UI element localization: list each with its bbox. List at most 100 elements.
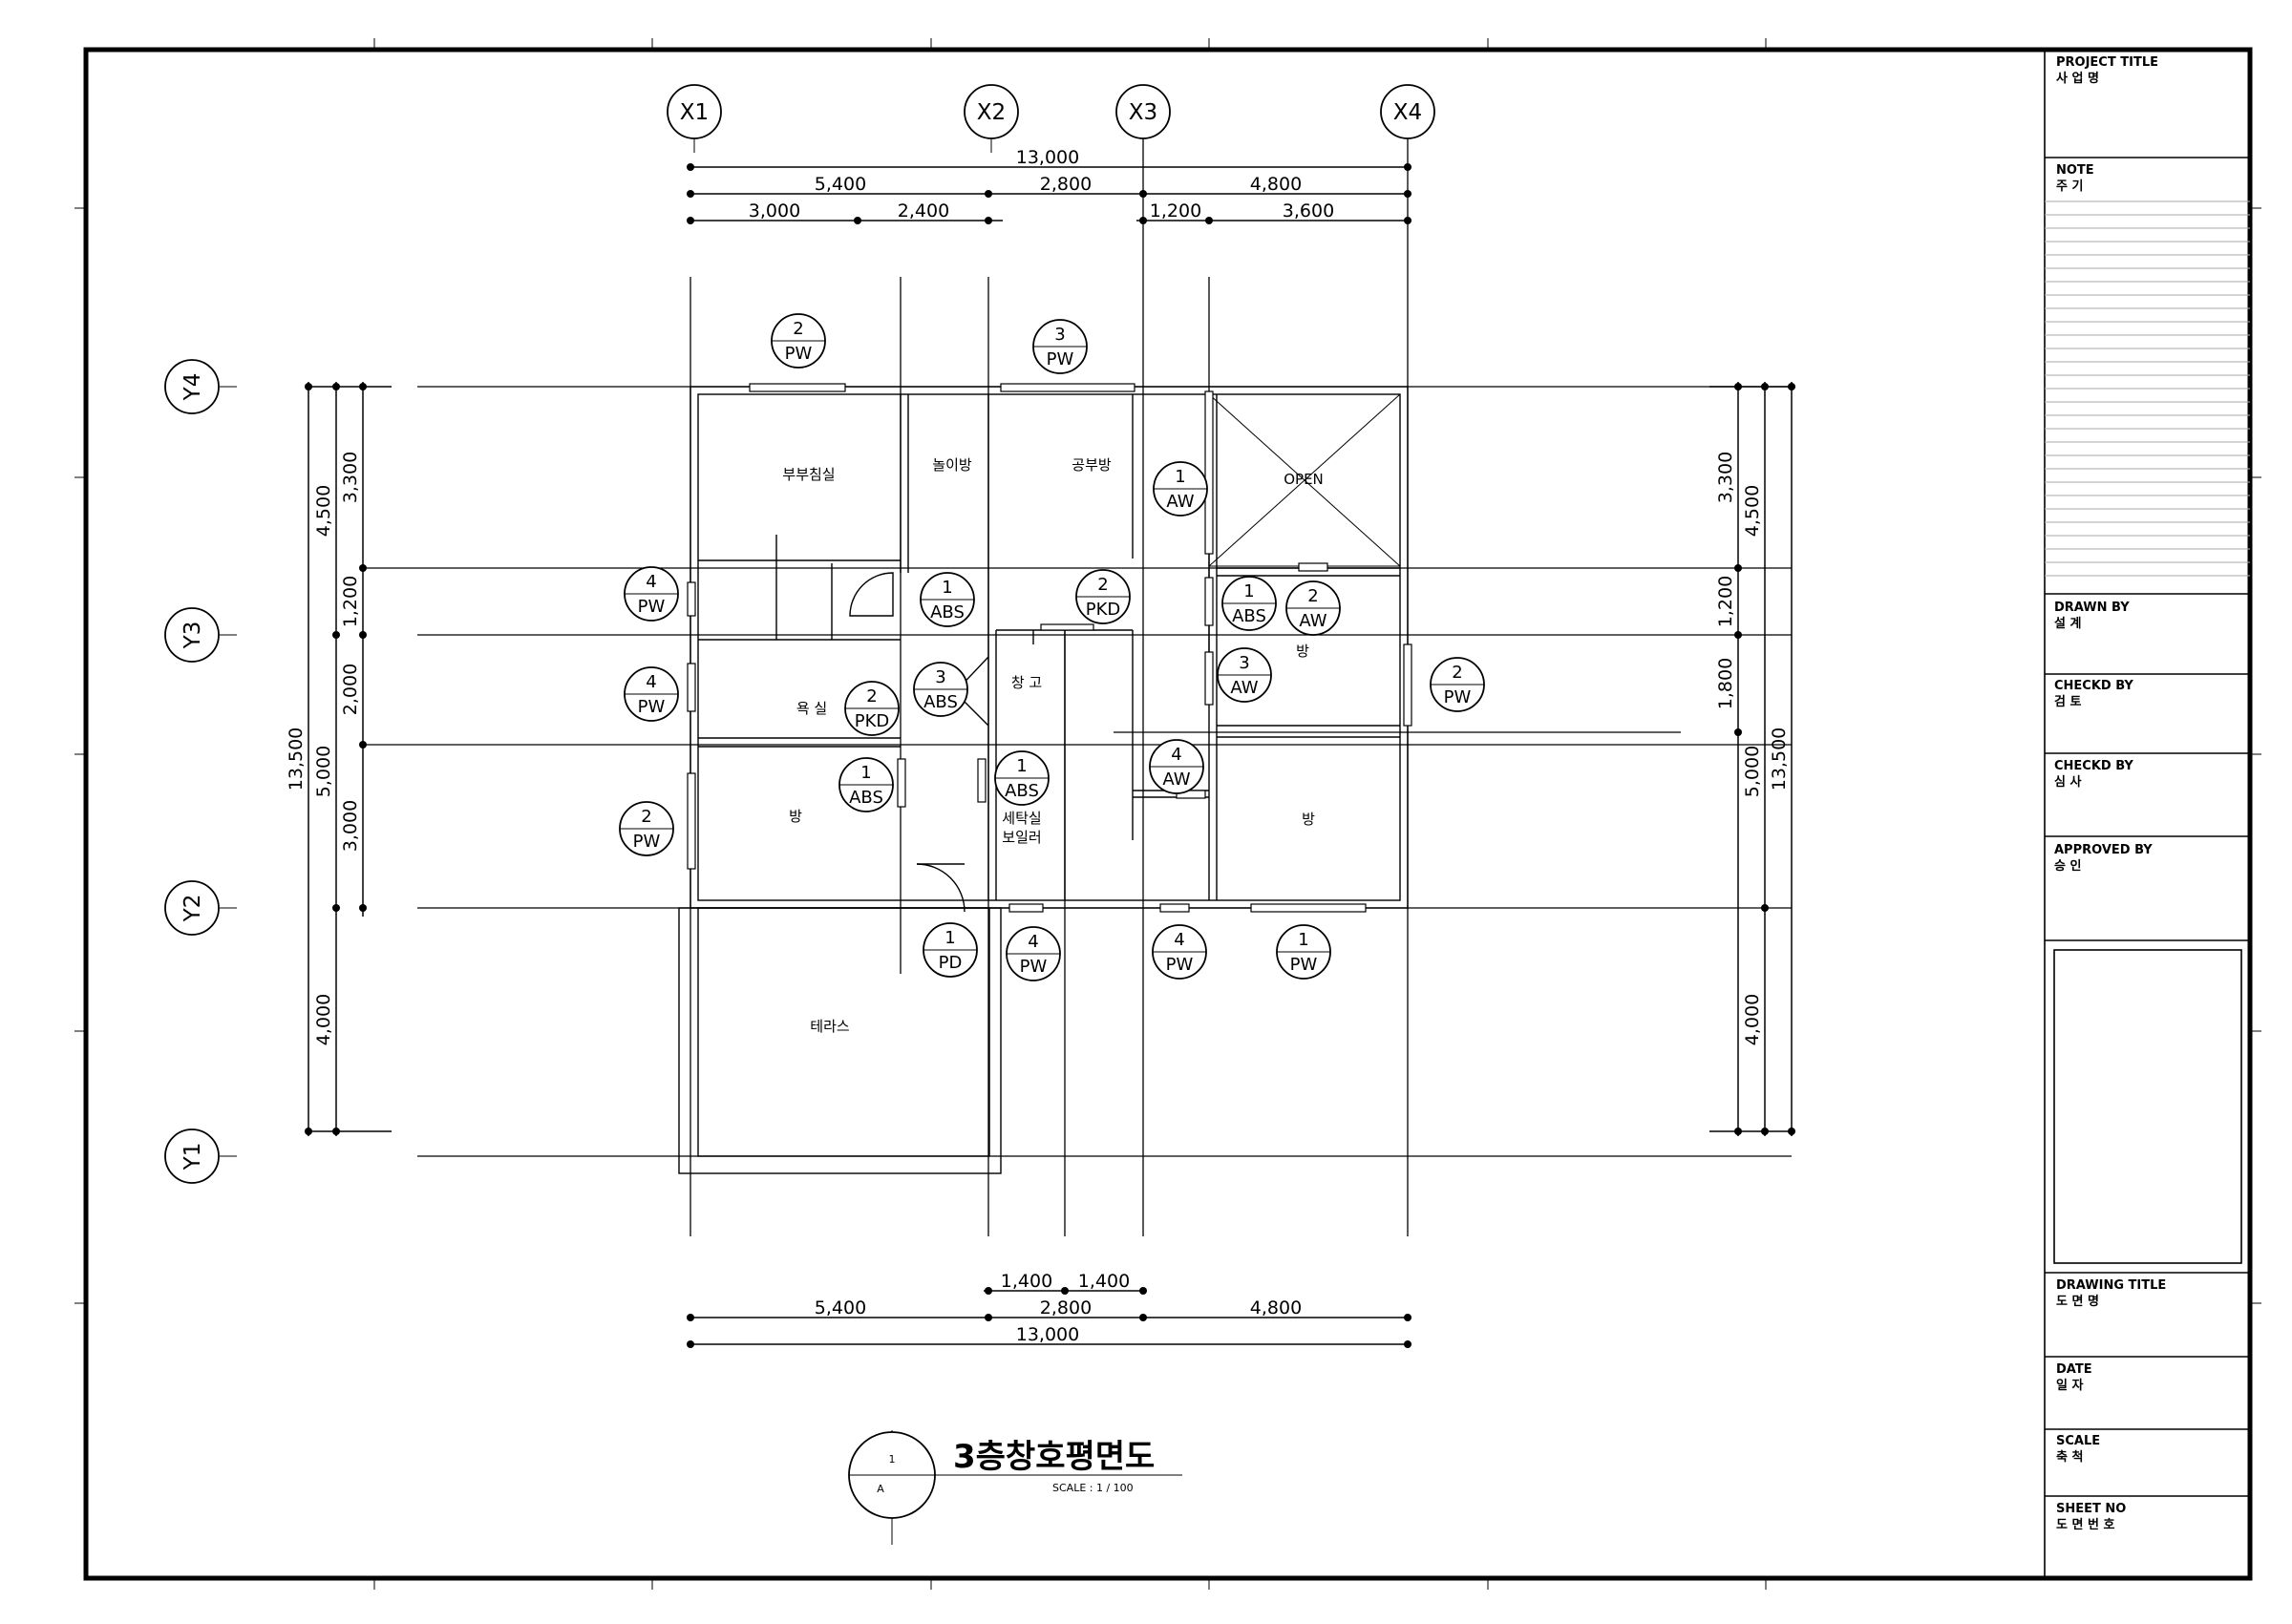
tb-date-kr: 일 자	[2056, 1379, 2083, 1393]
tag-2aw: 2AW	[1285, 580, 1341, 636]
tb-project-title-label: PROJECT TITLE	[2056, 55, 2158, 70]
svg-text:Y2: Y2	[180, 895, 205, 923]
svg-text:PKD: PKD	[855, 711, 890, 731]
svg-text:X3: X3	[1129, 100, 1157, 125]
svg-text:2: 2	[1452, 663, 1462, 683]
room-bedroom-1: 방	[1296, 643, 1309, 660]
dim-right-b: 1,200	[1715, 576, 1736, 627]
svg-text:PW: PW	[1166, 955, 1194, 975]
dim-bot-d: 2,800	[1040, 1297, 1092, 1318]
dim-left-f: 2,000	[340, 664, 361, 715]
title-block: PROJECT TITLE 사 업 명 NOTE 주 기 DRAWN BY 설 …	[2044, 50, 2250, 1578]
tb-approved-by-kr: 승 인	[2054, 858, 2081, 874]
tb-note-label: NOTE	[2056, 163, 2094, 178]
dim-right-c: 1,800	[1715, 658, 1736, 709]
tb-drawn-by-label: DRAWN BY	[2054, 601, 2130, 615]
grid-bubble-x1: X1	[667, 84, 722, 153]
grid-bubble-x3: X3	[1115, 84, 1171, 139]
svg-text:PW: PW	[633, 832, 661, 852]
border-ticks	[74, 38, 2261, 1590]
tag-3pw-top: 3PW	[1032, 319, 1088, 374]
tag-4pw-bottom-a: 4PW	[1006, 926, 1061, 981]
grid-bubble-x2: X2	[964, 84, 1019, 153]
dim-top-f: 1,200	[1150, 200, 1201, 221]
room-master-bedroom: 부부침실	[782, 466, 835, 483]
dim-bot-b: 1,400	[1078, 1271, 1130, 1292]
grid-bubble-y4: Y4	[164, 359, 237, 414]
grid-bubbles: X1 X2 X3 X4 Y4 Y3 Y2 Y1	[164, 84, 1435, 1184]
svg-text:2: 2	[641, 807, 651, 827]
room-bath: 욕 실	[796, 700, 827, 717]
dim-left-c: 4,000	[313, 994, 334, 1045]
grid-bubble-y2: Y2	[164, 880, 237, 936]
dim-right-f: 4,000	[1742, 994, 1763, 1045]
dimension-texts-right: 3,300 1,200 1,800 4,500 5,000 4,000 13,5…	[1715, 452, 1790, 1045]
tag-4aw: 4AW	[1149, 739, 1204, 794]
svg-text:2: 2	[1097, 575, 1108, 595]
tag-3aw: 3AW	[1217, 647, 1272, 703]
svg-text:2: 2	[866, 686, 877, 707]
grid-bubble-x4: X4	[1380, 84, 1435, 139]
tag-4pw-bottom-b: 4PW	[1152, 924, 1207, 980]
dimension-texts-top: 13,000 5,400 2,800 4,800 3,000 2,400 1,2…	[749, 147, 1334, 221]
dimension-lines	[308, 166, 1795, 1345]
door-swings	[849, 572, 989, 913]
svg-text:PW: PW	[1020, 957, 1048, 977]
room-bedroom-2: 방	[789, 808, 802, 825]
tag-1pd: 1PD	[923, 922, 978, 978]
svg-text:2: 2	[793, 319, 803, 339]
dim-top-d: 3,000	[749, 200, 800, 221]
room-open: OPEN	[1284, 471, 1324, 488]
room-playroom: 놀이방	[932, 456, 972, 474]
svg-text:ABS: ABS	[849, 788, 883, 808]
room-study: 공부방	[1072, 456, 1112, 474]
svg-text:ABS: ABS	[1005, 781, 1039, 801]
tb-drawn-by-kr: 설 계	[2054, 617, 2081, 631]
dim-top-a: 5,400	[815, 174, 866, 195]
svg-text:Y4: Y4	[180, 373, 205, 402]
svg-text:PW: PW	[638, 597, 666, 617]
room-bedroom-3: 방	[1302, 811, 1315, 828]
grid-lines	[361, 138, 1792, 1236]
room-terrace: 테라스	[810, 1018, 850, 1035]
tb-scale-label: SCALE	[2056, 1434, 2100, 1448]
sheet-border	[83, 47, 2253, 1581]
caption-scale: SCALE : 1 / 100	[1052, 1482, 1134, 1494]
tag-2pw-top: 2PW	[771, 313, 826, 369]
caption-sheet-ref: A	[877, 1483, 884, 1495]
dim-left-e: 1,200	[340, 576, 361, 627]
tb-drawing-title-kr: 도 면 명	[2056, 1294, 2099, 1309]
svg-text:1: 1	[944, 928, 955, 948]
tag-1pw-bottom: 1PW	[1276, 924, 1331, 980]
svg-text:1: 1	[1298, 930, 1308, 950]
dim-bot-c: 5,400	[815, 1297, 866, 1318]
tb-date-label: DATE	[2056, 1362, 2092, 1377]
svg-text:PW: PW	[1444, 687, 1472, 707]
svg-text:3: 3	[1239, 653, 1249, 673]
svg-text:4: 4	[1174, 930, 1184, 950]
dim-right-a: 3,300	[1715, 452, 1736, 503]
drawing-caption: 1 A 3층창호평면도 SCALE : 1 / 100	[848, 1430, 1182, 1545]
dim-left-total: 13,500	[286, 728, 307, 791]
grid-bubble-y1: Y1	[164, 1128, 237, 1184]
tb-sheet-no-kr: 도 면 번 호	[2056, 1517, 2114, 1532]
svg-text:1: 1	[1175, 467, 1185, 487]
svg-text:AW: AW	[1299, 611, 1326, 631]
dim-left-d: 3,300	[340, 452, 361, 503]
tag-2pw-right: 2PW	[1430, 657, 1485, 712]
tb-approved-by-label: APPROVED BY	[2054, 843, 2153, 857]
svg-text:X2: X2	[977, 100, 1006, 125]
svg-text:3: 3	[1054, 325, 1065, 345]
room-labels: 부부침실 놀이방 공부방 OPEN 욕 실 창 고 방 방 세탁실 보일러 방 …	[782, 456, 1323, 1035]
svg-text:1: 1	[860, 763, 871, 783]
svg-text:ABS: ABS	[1232, 606, 1266, 626]
tag-1aw: 1AW	[1153, 461, 1208, 517]
tag-4pw-left-b: 4PW	[624, 666, 679, 722]
